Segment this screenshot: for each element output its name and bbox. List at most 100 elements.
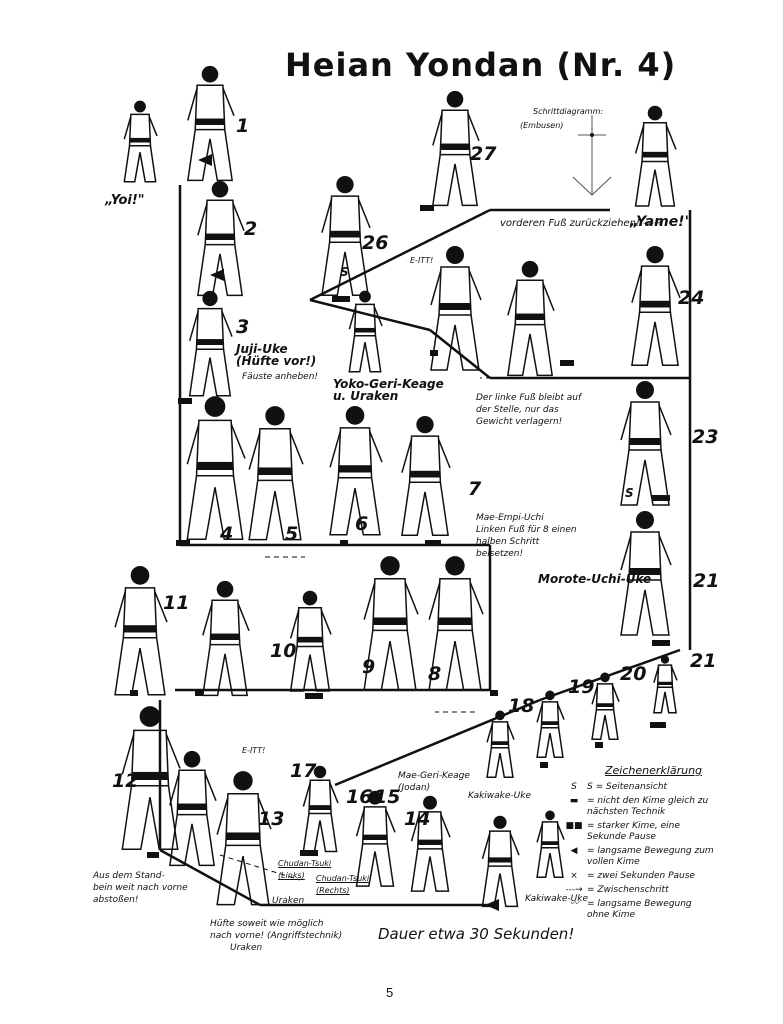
karateka-figure	[188, 290, 233, 397]
kime-mark	[332, 296, 350, 302]
kime-mark	[176, 540, 190, 546]
page-title: Heian Yondan (Nr. 4)	[285, 46, 677, 84]
tsuki-right-note: Chudan-Tsuki (Rechts)	[316, 874, 370, 895]
legend-text: = langsame Bewegung ohne Kime	[587, 899, 692, 920]
tsuki-left-note: Chudan-Tsuki (Links)	[278, 859, 332, 880]
step-number: 8	[428, 663, 442, 685]
karateka-figure	[653, 655, 678, 714]
step-number: 10	[270, 640, 297, 662]
kime-mark	[540, 762, 548, 768]
embusen-line	[309, 208, 491, 302]
kime-mark	[430, 350, 438, 356]
karateka-figure	[302, 765, 339, 853]
mae-geri-note: Mae-Geri-Keage (Jodan)	[398, 771, 470, 793]
legend-symbol: ×	[570, 871, 578, 881]
step-number: 3	[236, 316, 250, 338]
legend-item: ×= zwei Sekunden Pause	[565, 871, 715, 882]
karateka-figure	[321, 175, 371, 296]
kime-mark	[652, 640, 670, 646]
karateka-figure	[620, 511, 672, 636]
step-number: 13	[258, 808, 285, 830]
kime-mark	[425, 540, 441, 546]
embusen-line	[334, 698, 541, 787]
slow-kime-triangle	[198, 154, 212, 166]
uraken-note-1: Uraken	[272, 896, 305, 906]
slow-kime-triangle	[210, 269, 224, 281]
kakiwake-note-1: Kakiwake-Uke	[468, 791, 532, 801]
legend-text: = nicht den Kime gleich zu nächsten Tech…	[587, 796, 709, 817]
embusen-line	[159, 848, 261, 907]
embusen-diagram	[572, 176, 612, 196]
karateka-figure	[536, 810, 565, 879]
kiai-2: E-ITT!	[242, 746, 266, 755]
step-number: 21	[693, 570, 720, 592]
step-number: 11	[163, 592, 190, 614]
kime-mark	[595, 742, 603, 748]
karateka-figure	[631, 245, 681, 366]
duration-note: Dauer etwa 30 Sekunden!	[378, 925, 575, 943]
karateka-figure	[329, 406, 383, 536]
page-number: 5	[386, 985, 394, 1000]
kime-mark	[420, 205, 434, 211]
legend-symbol: ---→	[565, 885, 583, 895]
karateka-figure	[430, 246, 482, 371]
side-view-s: S	[625, 486, 634, 500]
legend-item: ---→ = Zwischenschritt	[565, 885, 715, 896]
step-number: 18	[508, 695, 535, 717]
kime-mark	[300, 850, 318, 856]
step-number: 7	[468, 478, 482, 500]
kime-mark	[652, 495, 670, 501]
kiai-1: E-ITT!	[410, 256, 434, 265]
step-number: 16	[346, 786, 373, 808]
step-number: 24	[678, 287, 705, 309]
karateka-figure	[114, 566, 168, 696]
step-number: 9	[362, 656, 376, 678]
left-foot-note: Der linke Fuß bleibt auf der Stelle, nur…	[476, 393, 582, 427]
yame-command: „Yame!"	[630, 214, 692, 230]
karateka-figure	[186, 65, 235, 182]
kime-mark	[650, 722, 666, 728]
step-number: 21	[690, 650, 717, 672]
legend-item: 〰= langsame Bewegung ohne Kime	[565, 899, 715, 921]
step-number: 12	[112, 770, 139, 792]
juji-uke-note: Juji-Uke (Hüfte vor!)	[236, 342, 317, 368]
juji-sub-note: Fäuste anheben!	[242, 372, 319, 382]
kime-mark	[195, 690, 203, 696]
embusen-diagram	[590, 133, 594, 137]
step-number: 20	[620, 663, 647, 685]
step-number: 15	[374, 786, 401, 808]
slow-kime-triangle	[485, 899, 499, 911]
karateka-figure	[186, 396, 246, 540]
empi-note: Mae-Empi-Uchi Linken Fuß für 8 einen hal…	[476, 513, 577, 559]
kime-mark	[130, 690, 138, 696]
kime-mark	[560, 360, 574, 366]
legend-text: = starker Kime, eine Sekunde Pause	[587, 821, 680, 842]
step-arrow	[219, 854, 301, 881]
side-view-s: S	[340, 265, 349, 279]
legend-symbol: S	[571, 782, 577, 792]
legend-item: ■■ = starker Kime, eine Sekunde Pause	[565, 821, 715, 843]
embusen-label: Schrittdiagramm:	[533, 107, 604, 116]
legend-item: ▬= nicht den Kime gleich zu nächsten Tec…	[565, 796, 715, 818]
step-number: 17	[290, 760, 317, 782]
embusen-line	[539, 648, 681, 702]
legend-text: = Zwischenschritt	[587, 885, 669, 895]
step-number: 26	[362, 232, 389, 254]
karateka-figure	[536, 690, 565, 759]
legend-symbol: ■■	[565, 821, 583, 831]
step-number: 1	[236, 115, 250, 137]
karateka-figure	[168, 750, 217, 867]
karateka-figure	[428, 556, 484, 691]
kime-mark	[147, 852, 159, 858]
legend-item: ◀= langsame Bewegung zum vollen Kime	[565, 846, 715, 868]
uraken-note-2: Uraken	[230, 943, 263, 953]
karateka-figure	[289, 590, 332, 692]
yoko-geri-note: Yoko-Geri-Keage u. Uraken	[333, 377, 444, 403]
kime-mark	[340, 540, 348, 546]
kime-mark	[490, 690, 498, 696]
karateka-figure	[201, 580, 250, 697]
